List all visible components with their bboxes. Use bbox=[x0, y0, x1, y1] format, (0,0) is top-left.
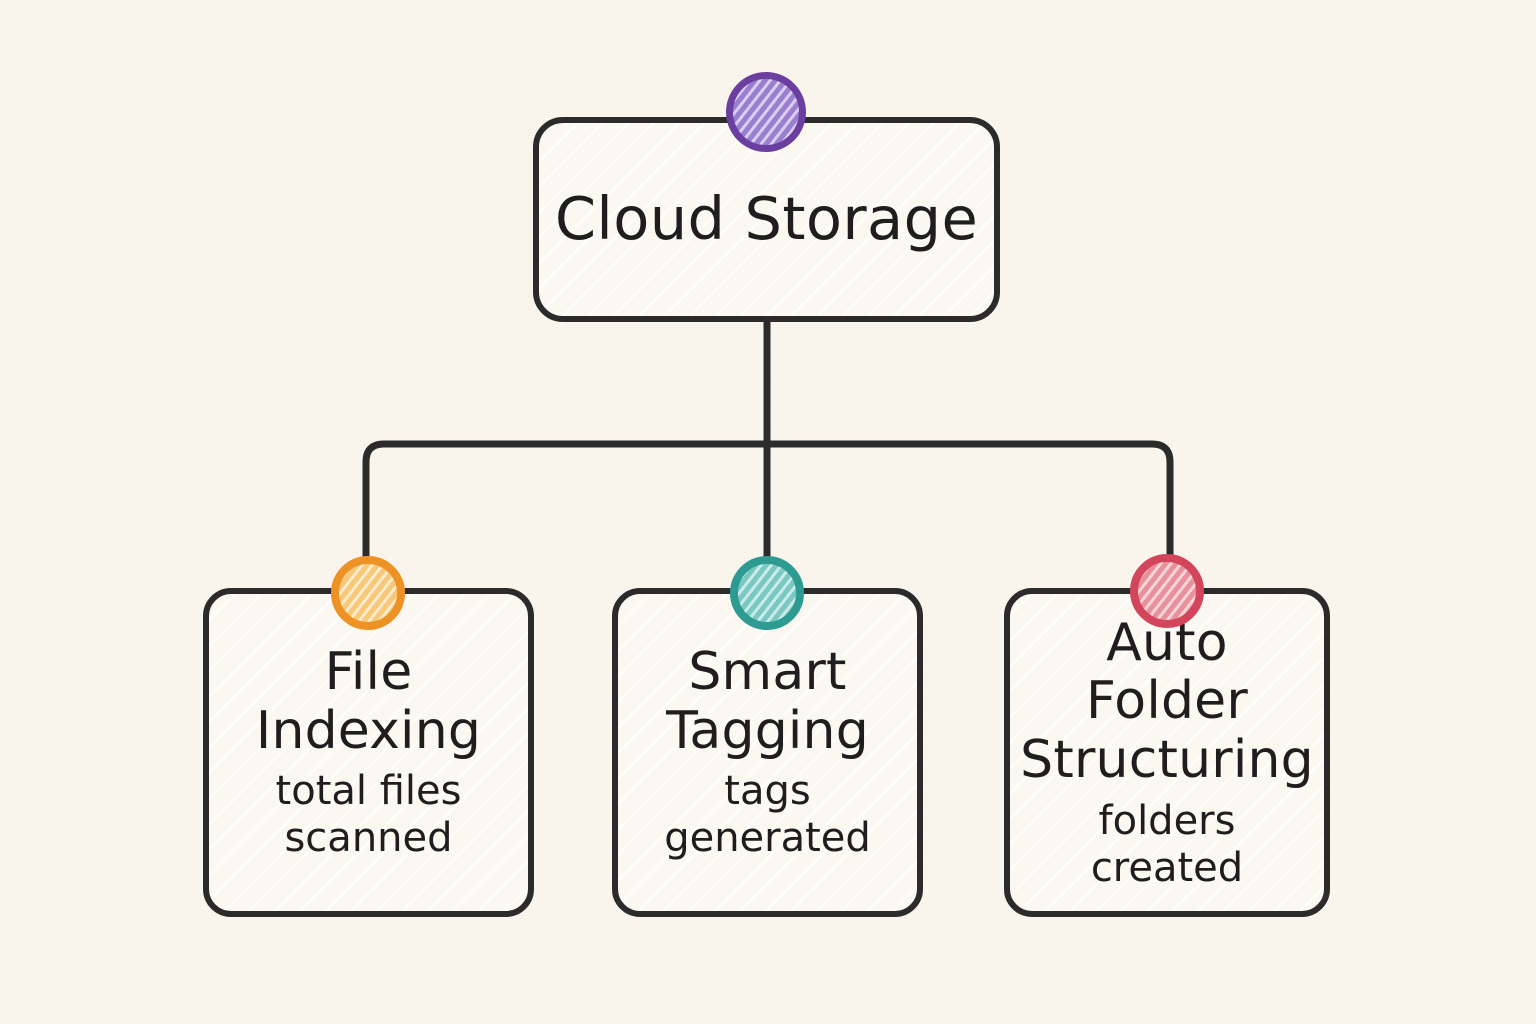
node-title: File Indexing bbox=[255, 641, 482, 761]
node-file-indexing[interactable]: File Indexing total files scanned bbox=[203, 588, 534, 917]
node-smart-tagging[interactable]: Smart Tagging tags generated bbox=[612, 588, 923, 917]
dot-hatch-texture bbox=[1138, 562, 1196, 620]
node-dot-teal bbox=[730, 556, 804, 630]
node-title: Smart Tagging bbox=[666, 641, 869, 761]
dot-hatch-texture bbox=[738, 564, 796, 622]
node-subtitle: total files scanned bbox=[275, 768, 462, 862]
node-dot-purple bbox=[726, 72, 806, 152]
node-subtitle: tags generated bbox=[664, 768, 871, 862]
node-subtitle: folders created bbox=[1090, 797, 1244, 891]
node-dot-red bbox=[1130, 554, 1204, 628]
dot-hatch-texture bbox=[733, 79, 799, 145]
node-auto-folder-structuring[interactable]: Auto Folder Structuring folders created bbox=[1004, 588, 1330, 917]
node-dot-orange bbox=[331, 556, 405, 630]
node-title: Cloud Storage bbox=[554, 184, 979, 254]
dot-hatch-texture bbox=[339, 564, 397, 622]
node-title: Auto Folder Structuring bbox=[1020, 612, 1314, 791]
node-cloud-storage[interactable]: Cloud Storage bbox=[533, 117, 1000, 322]
